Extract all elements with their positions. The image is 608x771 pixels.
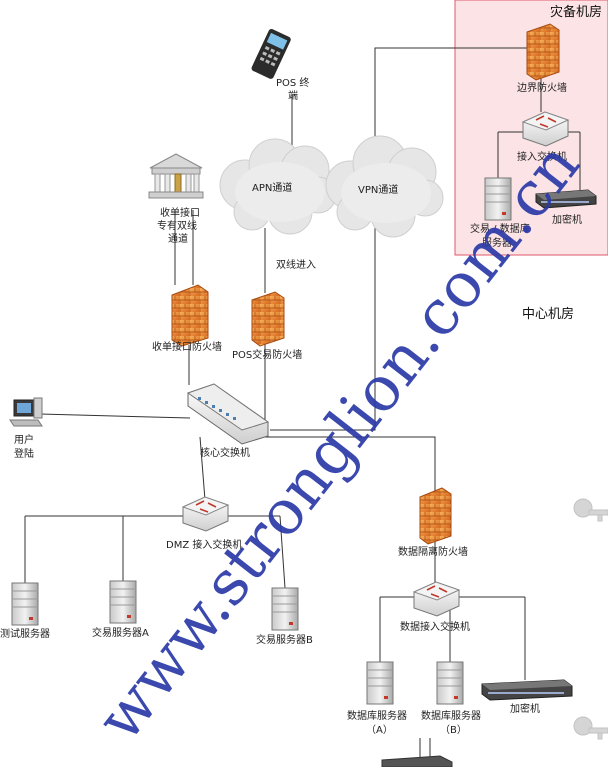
storage-array-icon bbox=[381, 755, 453, 768]
db-server-b-icon bbox=[436, 661, 464, 705]
backup-access-switch-label: 接入交换机 bbox=[517, 150, 567, 163]
trade-db-server-label-2: 服务器 bbox=[482, 236, 512, 249]
core-switch-icon bbox=[186, 383, 270, 445]
trade-server-b-label: 交易服务器B bbox=[256, 633, 313, 646]
encryptor-backup-icon bbox=[535, 189, 597, 209]
trade-server-b-icon bbox=[271, 587, 299, 631]
boundary-firewall-icon bbox=[526, 23, 560, 81]
data-firewall-label: 数据隔离防火墙 bbox=[398, 545, 468, 558]
key-icon-bottom bbox=[573, 716, 608, 740]
user-label-2: 登陆 bbox=[14, 447, 34, 460]
db-server-a-label-2: （A） bbox=[366, 724, 393, 736]
pos-firewall-label: POS交易防火墙 bbox=[232, 348, 302, 361]
dmz-switch-icon bbox=[181, 496, 230, 532]
dmz-switch-label: DMZ 接入交换机 bbox=[166, 538, 242, 551]
user-label-1: 用户 bbox=[14, 433, 34, 446]
db-server-b-label-1: 数据库服务器 bbox=[421, 709, 481, 722]
db-server-a-icon bbox=[366, 661, 394, 705]
trade-db-server-label-1: 交易 / 数据库 bbox=[470, 222, 530, 235]
acquiring-line-label-2: 专有双线 bbox=[157, 219, 197, 232]
key-icon-top bbox=[573, 498, 608, 522]
pos-firewall-icon bbox=[251, 291, 285, 347]
encryptor-backup-label: 加密机 bbox=[552, 213, 582, 226]
boundary-firewall-label: 边界防火墙 bbox=[517, 81, 567, 94]
test-server-label: 测试服务器 bbox=[0, 627, 50, 640]
central-zone-title: 中心机房 bbox=[522, 306, 574, 322]
encryptor-central-label: 加密机 bbox=[510, 702, 540, 715]
core-switch-label: 核心交换机 bbox=[200, 446, 250, 459]
backup-access-switch-icon bbox=[521, 111, 570, 147]
trade-db-server-backup-icon bbox=[484, 177, 512, 221]
db-server-b-label-2: （B） bbox=[440, 724, 467, 736]
connection-lines bbox=[24, 47, 581, 767]
user-computer-icon bbox=[9, 397, 43, 427]
vpn-channel-label: VPN通道 bbox=[358, 183, 398, 196]
db-server-a-label-1: 数据库服务器 bbox=[347, 709, 407, 722]
vpn-cloud bbox=[325, 135, 444, 238]
apn-cloud bbox=[219, 138, 337, 235]
data-switch-icon bbox=[412, 581, 461, 617]
acquiring-firewall-label: 收单接口防火墙 bbox=[152, 340, 222, 353]
acquiring-firewall-icon bbox=[171, 284, 209, 347]
dual-line-label: 双线进入 bbox=[276, 258, 316, 271]
apn-channel-label: APN通道 bbox=[252, 181, 292, 194]
encryptor-central-icon bbox=[481, 679, 573, 701]
backup-zone-title: 灾备机房 bbox=[550, 4, 602, 20]
pos-terminal-label-1: POS 终 bbox=[276, 76, 309, 89]
bank-building-icon bbox=[148, 153, 204, 199]
data-switch-label: 数据接入交换机 bbox=[400, 620, 470, 633]
pos-terminal-icon bbox=[251, 28, 291, 79]
data-firewall-icon bbox=[419, 487, 452, 545]
acquiring-line-label-3: 通道 bbox=[168, 232, 188, 245]
trade-server-a-label: 交易服务器A bbox=[92, 626, 149, 639]
acquiring-line-label-1: 收单接口 bbox=[160, 206, 200, 219]
pos-terminal-label-2: 端 bbox=[288, 89, 298, 102]
trade-server-a-icon bbox=[109, 580, 137, 624]
test-server-icon bbox=[11, 582, 39, 626]
